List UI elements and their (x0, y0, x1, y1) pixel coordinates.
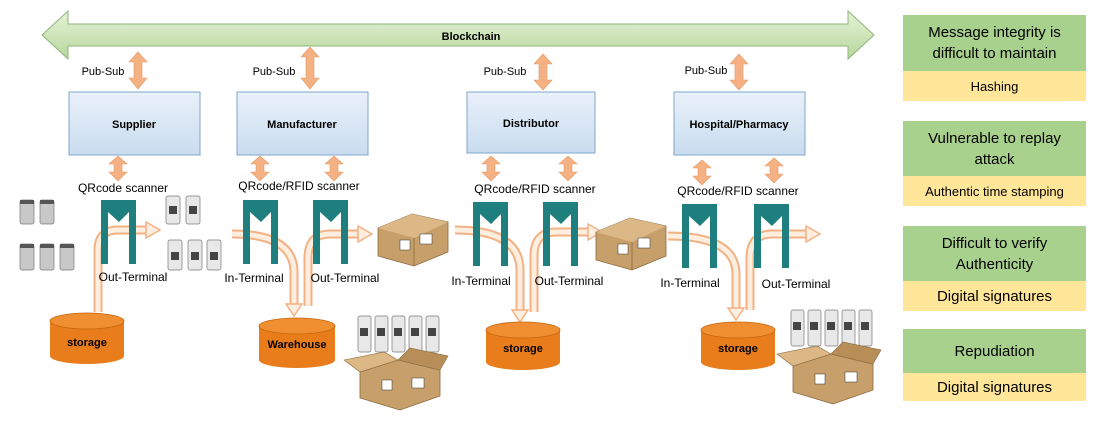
storage-supplier: storage (49, 312, 125, 364)
scanner-link-arrows (108, 155, 784, 186)
entity-supplier: Supplier (68, 91, 201, 156)
svg-text:storage: storage (718, 343, 758, 355)
flow-paths (93, 225, 808, 312)
svg-text:Manufacturer: Manufacturer (267, 119, 337, 131)
scanner-label-hospital: QRcode/RFID scanner (677, 184, 798, 198)
threat-solution: Authentic time stamping (903, 176, 1086, 206)
flow-arrowheads (145, 220, 822, 324)
open-box-with-vials-2 (776, 309, 882, 405)
terminal-out-hospital: Out-Terminal (762, 277, 831, 291)
pubsub-arrow-1 (128, 51, 148, 90)
package-box-1 (377, 213, 449, 267)
pubsub-label-2: Pub-Sub (253, 66, 296, 78)
threat-problem: Difficult to verify Authenticity (903, 226, 1086, 281)
svg-text:Hospital/Pharmacy: Hospital/Pharmacy (689, 119, 789, 131)
scanner-label-supplier: QRcode scanner (78, 181, 168, 195)
threat-problem: Vulnerable to replay attack (903, 121, 1086, 176)
labelled-vials-image (165, 195, 222, 271)
scanner-label-manufacturer: QRcode/RFID scanner (238, 179, 359, 193)
storage-hospital: storage (700, 321, 776, 370)
threat-solution: Digital signatures (903, 373, 1086, 401)
storage-distributor: storage (485, 321, 561, 370)
open-box-with-vials-1 (343, 315, 449, 411)
terminal-in-distributor: In-Terminal (451, 274, 510, 288)
pubsub-label-3: Pub-Sub (484, 66, 527, 78)
package-box-2 (595, 217, 667, 271)
terminal-out-supplier: Out-Terminal (99, 270, 168, 284)
terminal-out-manufacturer: Out-Terminal (311, 271, 380, 285)
gate-distributor-in (473, 202, 508, 266)
threat-solution: Hashing (903, 71, 1086, 101)
threat-problem: Repudiation (903, 329, 1086, 373)
pubsub-arrow-4 (729, 53, 749, 91)
blockchain-bar: Blockchain (41, 9, 875, 61)
storage-warehouse: Warehouse (258, 317, 336, 368)
terminal-out-distributor: Out-Terminal (535, 274, 604, 288)
entity-manufacturer: Manufacturer (236, 91, 369, 156)
gate-manufacturer-in (243, 200, 278, 264)
gate-hospital-in (682, 204, 717, 268)
entity-hospital-pharmacy: Hospital/Pharmacy (673, 91, 806, 156)
svg-text:Supplier: Supplier (112, 119, 157, 131)
threat-solution: Digital signatures (903, 281, 1086, 311)
svg-text:Distributor: Distributor (503, 118, 560, 130)
scanner-gates (101, 200, 789, 268)
svg-text:Warehouse: Warehouse (268, 339, 327, 351)
pubsub-arrow-3 (533, 53, 553, 91)
gate-supplier (101, 200, 136, 264)
threat-panel-authenticity: Difficult to verify Authenticity Digital… (903, 226, 1086, 311)
pubsub-label-1: Pub-Sub (82, 66, 125, 78)
pubsub-arrow-2 (300, 46, 320, 90)
pubsub-label-4: Pub-Sub (685, 65, 728, 77)
pubsub-arrows (128, 46, 749, 91)
scanner-label-distributor: QRcode/RFID scanner (474, 182, 595, 196)
threat-panel-integrity: Message integrity is difficult to mainta… (903, 15, 1086, 101)
raw-vials-image (19, 199, 75, 271)
terminal-in-manufacturer: In-Terminal (224, 271, 283, 285)
terminal-in-hospital: In-Terminal (660, 276, 719, 290)
threat-panel-repudiation: Repudiation Digital signatures (903, 329, 1086, 401)
threat-panel-replay: Vulnerable to replay attack Authentic ti… (903, 121, 1086, 206)
entity-distributor: Distributor (466, 91, 596, 154)
svg-text:storage: storage (67, 337, 107, 349)
gate-distributor-out (543, 202, 578, 266)
gate-manufacturer-out (313, 200, 348, 264)
gate-hospital-out (754, 204, 789, 268)
svg-text:storage: storage (503, 343, 543, 355)
threat-problem: Message integrity is difficult to mainta… (903, 15, 1086, 71)
blockchain-label: Blockchain (442, 31, 501, 43)
